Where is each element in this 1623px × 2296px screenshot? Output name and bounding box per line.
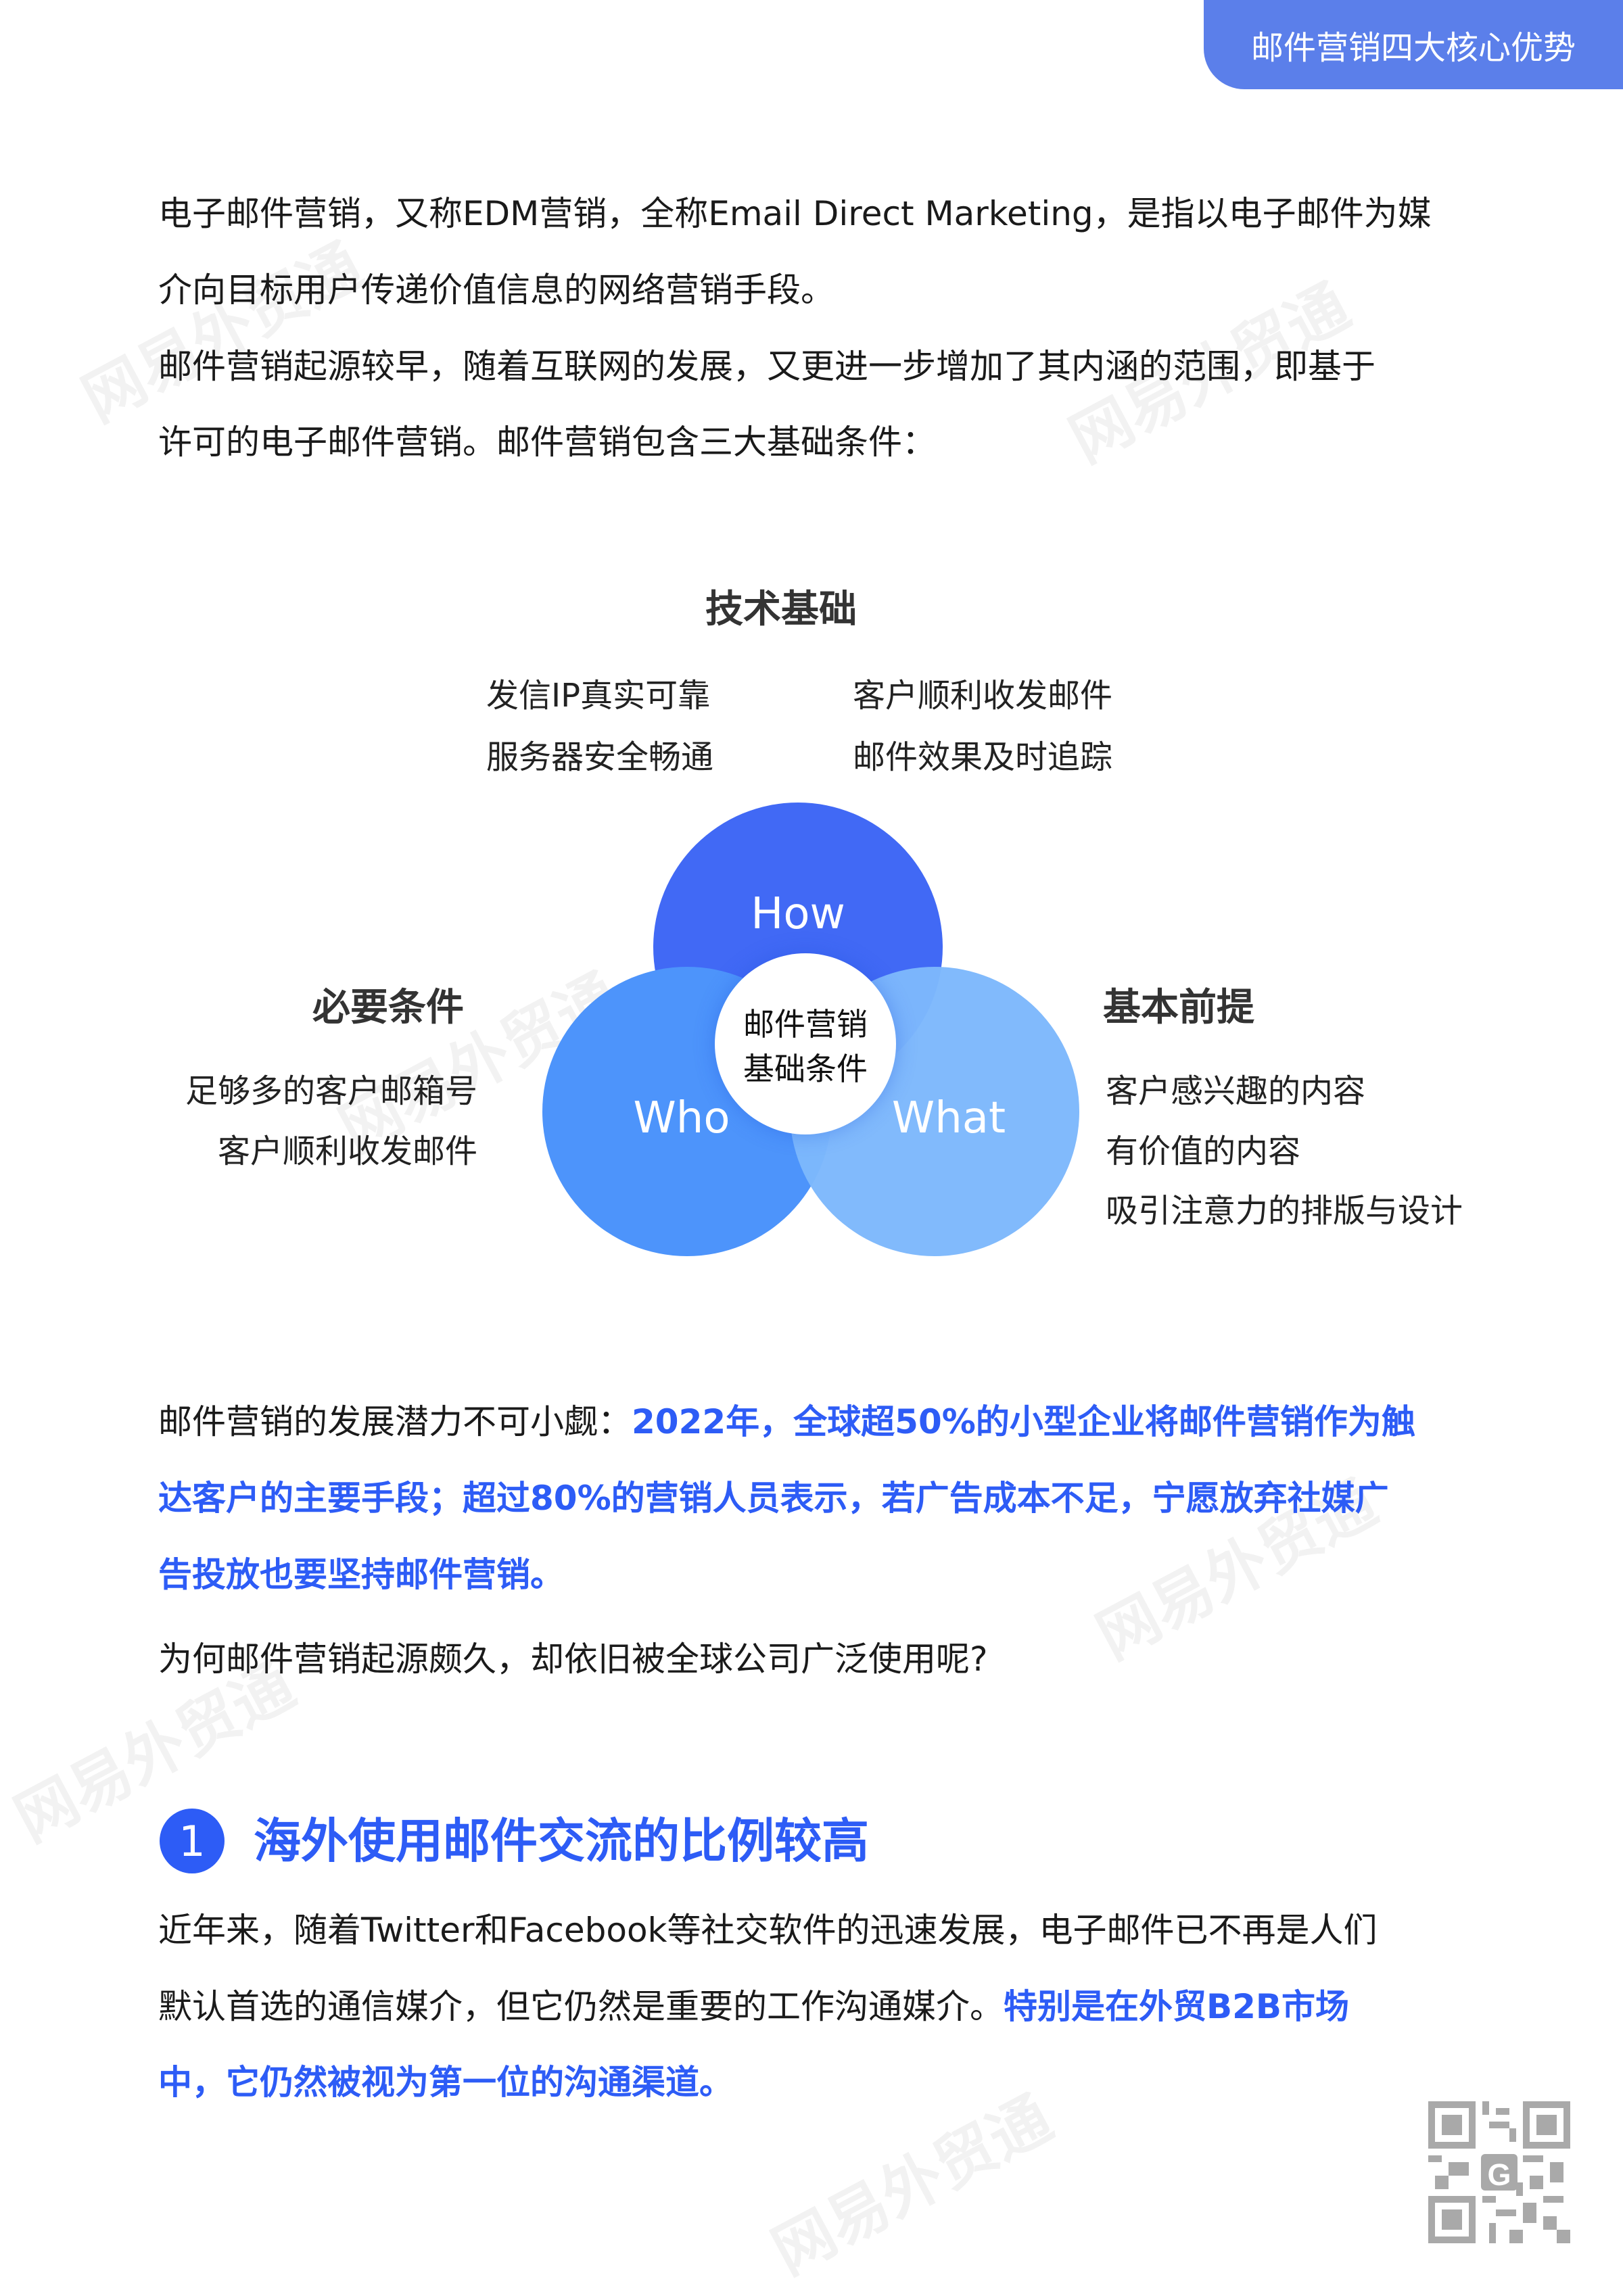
left-item: 足够多的客户邮箱号 (185, 1072, 477, 1110)
center-label-line: 邮件营销 (743, 1006, 868, 1043)
header-tab: 邮件营销四大核心优势 (1204, 0, 1623, 89)
left-item: 客户顺利收发邮件 (217, 1132, 477, 1170)
potential-text: 邮件营销的发展潜力不可小觑： (158, 1402, 632, 1441)
right-item: 吸引注意力的排版与设计 (1106, 1192, 1463, 1230)
center-label-line: 基础条件 (743, 1051, 868, 1087)
intro-line: 介向目标用户传递价值信息的网络营销手段。 (158, 270, 834, 310)
intro-line: 许可的电子邮件营销。邮件营销包含三大基础条件： (158, 423, 936, 462)
section-heading: 海外使用邮件交流的比例较高 (254, 1813, 869, 1869)
watermark: 网易外贸通 (71, 230, 374, 436)
potential-highlight: 2022年，全球超50%的小型企业将邮件营销作为触 (632, 1402, 1415, 1441)
section-line: 近年来，随着Twitter和Facebook等社交软件的迅速发展，电子邮件已不再… (158, 1911, 1378, 1950)
center-circle (715, 953, 896, 1134)
potential-line: 邮件营销的发展潜力不可小觑：2022年，全球超50%的小型企业将邮件营销作为触 (158, 1402, 1415, 1442)
section-line: 默认首选的通信媒介，但它仍然是重要的工作沟通媒介。特别是在外贸B2B市场 (158, 1986, 1349, 2027)
what-label: What (891, 1093, 1006, 1143)
top-right-item: 客户顺利收发邮件 (853, 677, 1113, 715)
intro-line: 邮件营销起源较早，随着互联网的发展，又更进一步增加了其内涵的范围，即基于 (158, 347, 1375, 386)
intro-line: 电子邮件营销，又称EDM营销，全称Email Direct Marketing，… (158, 194, 1432, 233)
question-line: 为何邮件营销起源颇久，却依旧被全球公司广泛使用呢? (158, 1640, 988, 1679)
section-number: 1 (179, 1816, 206, 1866)
top-left-item: 发信IP真实可靠 (486, 677, 711, 715)
watermark: 网易外贸通 (761, 2082, 1064, 2289)
top-right-item: 邮件效果及时追踪 (853, 738, 1113, 776)
section-text: 默认首选的通信媒介，但它仍然是重要的工作沟通媒介。 (158, 1987, 1004, 2026)
qr-code-icon: G (1428, 2101, 1570, 2243)
center-label: 邮件营销 基础条件 (743, 1002, 868, 1091)
qr-logo: G (1487, 2157, 1511, 2192)
right-item: 客户感兴趣的内容 (1106, 1072, 1366, 1110)
top-left-item: 服务器安全畅通 (486, 738, 714, 776)
left-title: 必要条件 (312, 986, 464, 1030)
who-label: Who (633, 1093, 730, 1143)
section-highlight: 特别是在外贸B2B市场 (1004, 1987, 1350, 2026)
how-label: How (751, 889, 845, 939)
header-tab-label: 邮件营销四大核心优势 (1250, 29, 1576, 67)
top-title: 技术基础 (705, 588, 857, 631)
potential-highlight: 达客户的主要手段；超过80%的营销人员表示，若广告成本不足，宁愿放弃社媒广 (158, 1479, 1389, 1518)
right-item: 有价值的内容 (1106, 1132, 1301, 1170)
right-title: 基本前提 (1103, 986, 1254, 1030)
potential-highlight: 告投放也要坚持邮件营销。 (158, 1555, 564, 1594)
section-highlight: 中，它仍然被视为第一位的沟通渠道。 (158, 2063, 733, 2102)
section-number-badge: 1 (160, 1809, 225, 1873)
